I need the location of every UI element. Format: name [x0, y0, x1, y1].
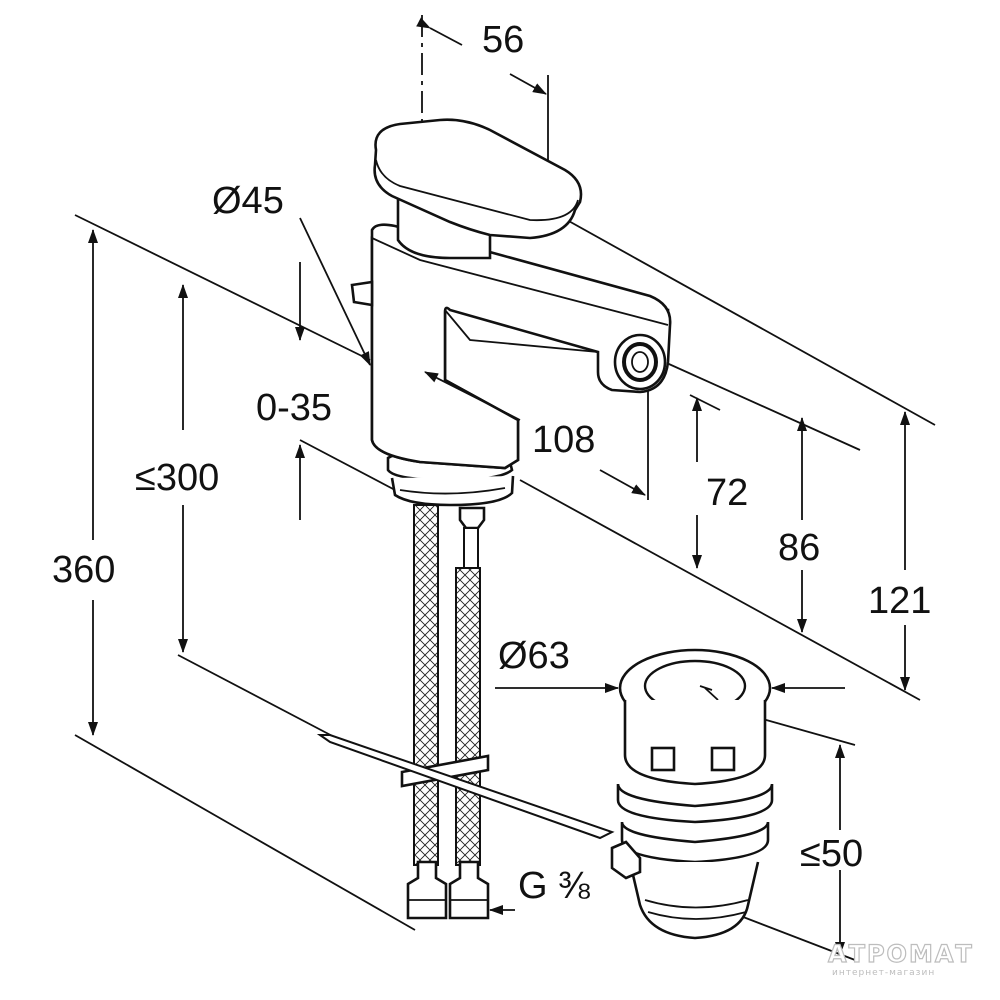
- dim-50: ≤50: [800, 833, 863, 875]
- hose-nut-left: [406, 860, 448, 920]
- dimension-lines: [88, 17, 910, 956]
- fixing-nut: [390, 475, 515, 507]
- watermark-brand: АТРОМАТ: [828, 940, 974, 968]
- hose-nut-right: [448, 860, 490, 920]
- pop-up-rod-knob: [350, 280, 374, 307]
- dim-diameter-63: Ø63: [498, 635, 570, 677]
- dim-360: 360: [52, 549, 115, 591]
- waste-valve: [610, 648, 774, 940]
- watermark-tagline: интернет-магазин: [832, 968, 935, 978]
- dim-300: ≤300: [135, 457, 219, 499]
- dim-diameter-45: Ø45: [212, 180, 284, 222]
- dim-0-35: 0-35: [256, 387, 332, 429]
- dim-121: 121: [868, 580, 931, 622]
- extension-lines: [74, 75, 936, 961]
- pop-up-rod: [316, 734, 615, 840]
- dim-72: 72: [706, 472, 748, 514]
- lever-handle: [373, 118, 583, 240]
- dim-86: 86: [778, 527, 820, 569]
- flexible-hoses: [400, 504, 490, 920]
- faucet-body: [350, 118, 672, 569]
- thread-size-label: G ⅜: [518, 865, 590, 907]
- dim-56: 56: [482, 19, 524, 61]
- spout: [370, 223, 672, 470]
- watermark: АТРОМАТ интернет-магазин: [827, 939, 974, 978]
- dimension-labels: 56 Ø45 0-35 ≤300 360 108 72 86 121 Ø63 ≤…: [52, 19, 931, 907]
- dim-108: 108: [532, 419, 595, 461]
